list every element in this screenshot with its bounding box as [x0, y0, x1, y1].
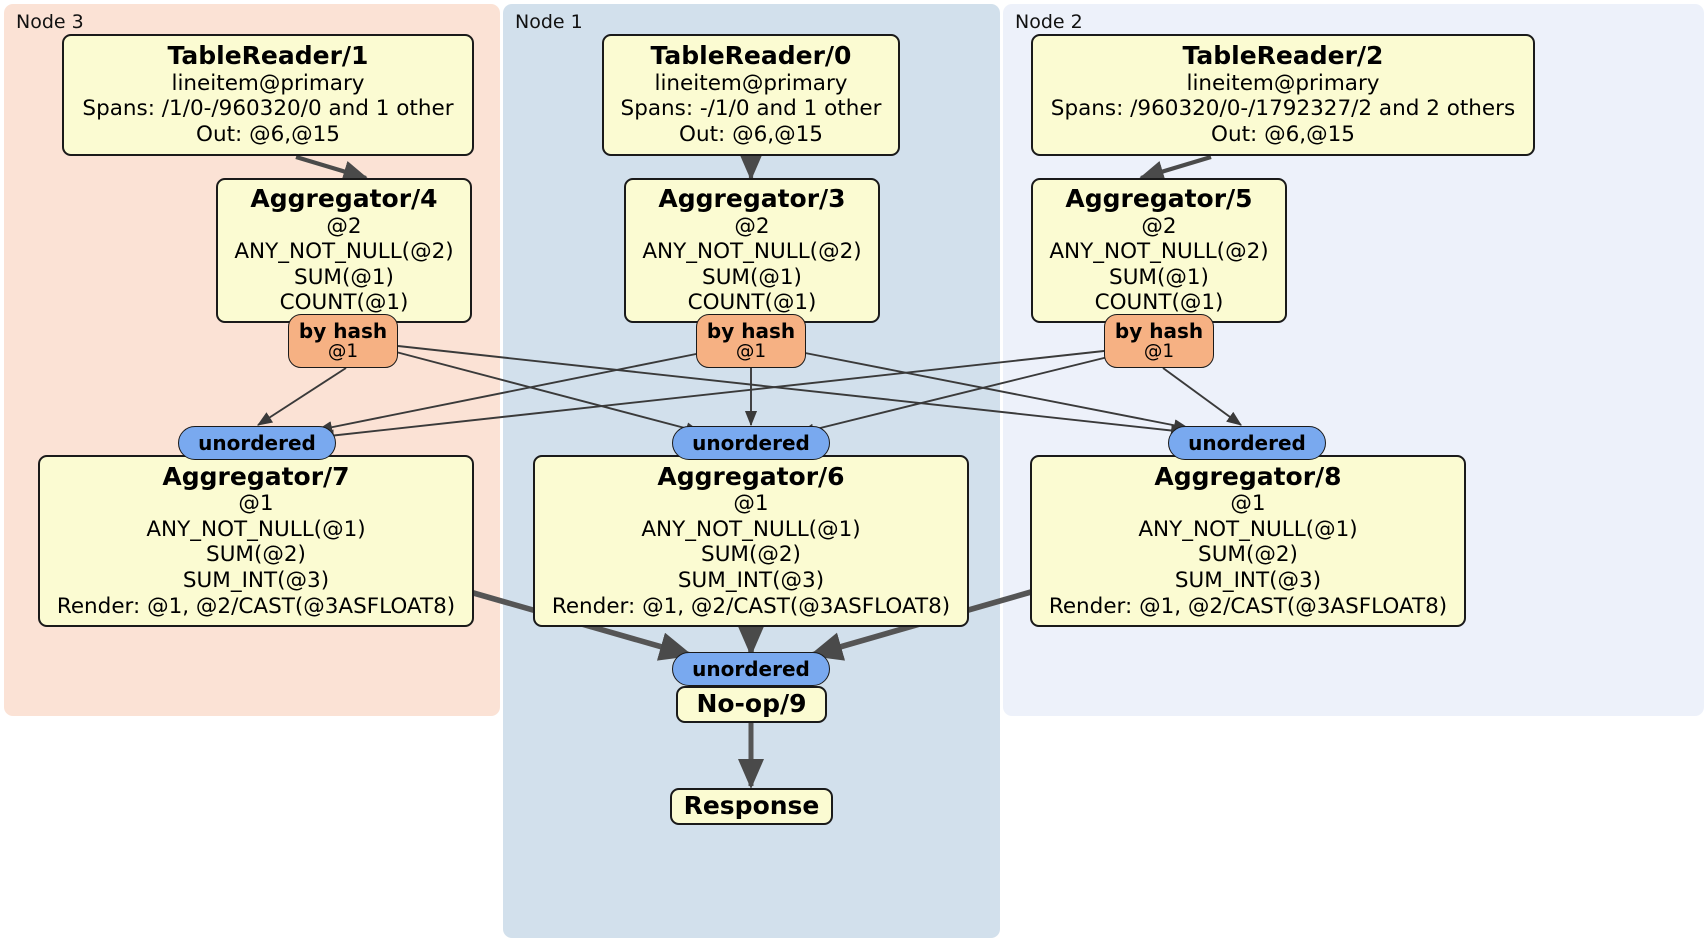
processor-line: SUM_INT(@3)	[1174, 568, 1322, 594]
processor-line: Render: @1, @2/CAST(@3ASFLOAT8)	[56, 593, 456, 619]
processor-line: @1	[238, 491, 274, 517]
processor-line: Spans: -/1/0 and 1 other	[620, 96, 882, 122]
badge-subtitle: @1	[327, 340, 359, 362]
processor-line: lineitem@primary	[1186, 70, 1380, 96]
processor-aggregator3[interactable]: Aggregator/3 @2 ANY_NOT_NULL(@2) SUM(@1)…	[624, 178, 880, 323]
badge-unordered-center[interactable]: unordered	[672, 426, 830, 460]
processor-title: TableReader/2	[1182, 41, 1384, 71]
processor-line: @1	[1230, 491, 1266, 517]
processor-noop9[interactable]: No-op/9	[676, 686, 827, 723]
badge-unordered-left[interactable]: unordered	[178, 426, 336, 460]
processor-line: Out: @6,@15	[679, 122, 823, 148]
processor-aggregator4[interactable]: Aggregator/4 @2 ANY_NOT_NULL(@2) SUM(@1)…	[216, 178, 472, 323]
processor-line: SUM_INT(@3)	[677, 568, 825, 594]
badge-title: by hash	[298, 318, 388, 343]
processor-title: Aggregator/8	[1154, 461, 1342, 491]
processor-aggregator7[interactable]: Aggregator/7 @1 ANY_NOT_NULL(@1) SUM(@2)…	[38, 455, 474, 627]
processor-line: Render: @1, @2/CAST(@3ASFLOAT8)	[551, 593, 951, 619]
processor-line: Out: @6,@15	[1211, 122, 1355, 148]
badge-title: unordered	[198, 431, 316, 455]
processor-title: No-op/9	[696, 689, 807, 719]
badge-hash-center[interactable]: by hash @1	[696, 314, 806, 368]
processor-response[interactable]: Response	[670, 788, 833, 825]
processor-line: SUM(@2)	[206, 542, 306, 568]
badge-title: by hash	[1114, 318, 1204, 343]
processor-line: SUM_INT(@3)	[182, 568, 330, 594]
processor-line: @2	[326, 213, 362, 239]
badge-title: unordered	[692, 657, 810, 681]
processor-line: ANY_NOT_NULL(@1)	[1138, 516, 1358, 542]
badge-hash-left[interactable]: by hash @1	[288, 314, 398, 368]
processor-title: Aggregator/7	[162, 461, 350, 491]
processor-line: Render: @1, @2/CAST(@3ASFLOAT8)	[1048, 593, 1448, 619]
processor-line: COUNT(@1)	[279, 290, 409, 316]
processor-line: Spans: /960320/0-/1792327/2 and 2 others	[1050, 96, 1516, 122]
badge-subtitle: @1	[1143, 340, 1175, 362]
processor-line: ANY_NOT_NULL(@1)	[641, 516, 861, 542]
processor-title: Aggregator/4	[250, 184, 438, 214]
processor-title: Aggregator/3	[658, 184, 846, 214]
processor-line: ANY_NOT_NULL(@1)	[146, 516, 366, 542]
processor-aggregator5[interactable]: Aggregator/5 @2 ANY_NOT_NULL(@2) SUM(@1)…	[1031, 178, 1287, 323]
processor-line: ANY_NOT_NULL(@2)	[1049, 239, 1269, 265]
processor-title: TableReader/1	[167, 41, 369, 71]
processor-aggregator8[interactable]: Aggregator/8 @1 ANY_NOT_NULL(@1) SUM(@2)…	[1030, 455, 1466, 627]
processor-line: SUM(@1)	[1109, 264, 1209, 290]
processor-line: SUM(@1)	[702, 264, 802, 290]
processor-aggregator6[interactable]: Aggregator/6 @1 ANY_NOT_NULL(@1) SUM(@2)…	[533, 455, 969, 627]
node-panel-label-node2: Node 2	[1015, 11, 1083, 33]
processor-line: SUM(@2)	[1198, 542, 1298, 568]
processor-line: ANY_NOT_NULL(@2)	[234, 239, 454, 265]
processor-line: @2	[734, 213, 770, 239]
badge-hash-right[interactable]: by hash @1	[1104, 314, 1214, 368]
processor-line: Out: @6,@15	[196, 122, 340, 148]
node-panel-label-node1: Node 1	[515, 11, 583, 33]
processor-title: TableReader/0	[650, 41, 852, 71]
processor-line: lineitem@primary	[171, 70, 365, 96]
badge-unordered-final[interactable]: unordered	[672, 652, 830, 686]
processor-line: lineitem@primary	[654, 70, 848, 96]
badge-unordered-right[interactable]: unordered	[1168, 426, 1326, 460]
processor-line: SUM(@1)	[294, 264, 394, 290]
processor-title: Aggregator/6	[657, 461, 845, 491]
processor-line: @2	[1141, 213, 1177, 239]
processor-line: SUM(@2)	[701, 542, 801, 568]
badge-subtitle: @1	[735, 340, 767, 362]
processor-line: ANY_NOT_NULL(@2)	[642, 239, 862, 265]
processor-tablereader1[interactable]: TableReader/1 lineitem@primary Spans: /1…	[62, 34, 474, 156]
node-panel-label-node3: Node 3	[16, 11, 84, 33]
badge-title: unordered	[692, 431, 810, 455]
processor-tablereader0[interactable]: TableReader/0 lineitem@primary Spans: -/…	[602, 34, 900, 156]
processor-line: COUNT(@1)	[1094, 290, 1224, 316]
processor-line: @1	[733, 491, 769, 517]
processor-line: Spans: /1/0-/960320/0 and 1 other	[82, 96, 454, 122]
processor-line: COUNT(@1)	[687, 290, 817, 316]
badge-title: unordered	[1188, 431, 1306, 455]
processor-tablereader2[interactable]: TableReader/2 lineitem@primary Spans: /9…	[1031, 34, 1535, 156]
processor-title: Aggregator/5	[1065, 184, 1253, 214]
processor-title: Response	[683, 791, 820, 821]
badge-title: by hash	[706, 318, 796, 343]
